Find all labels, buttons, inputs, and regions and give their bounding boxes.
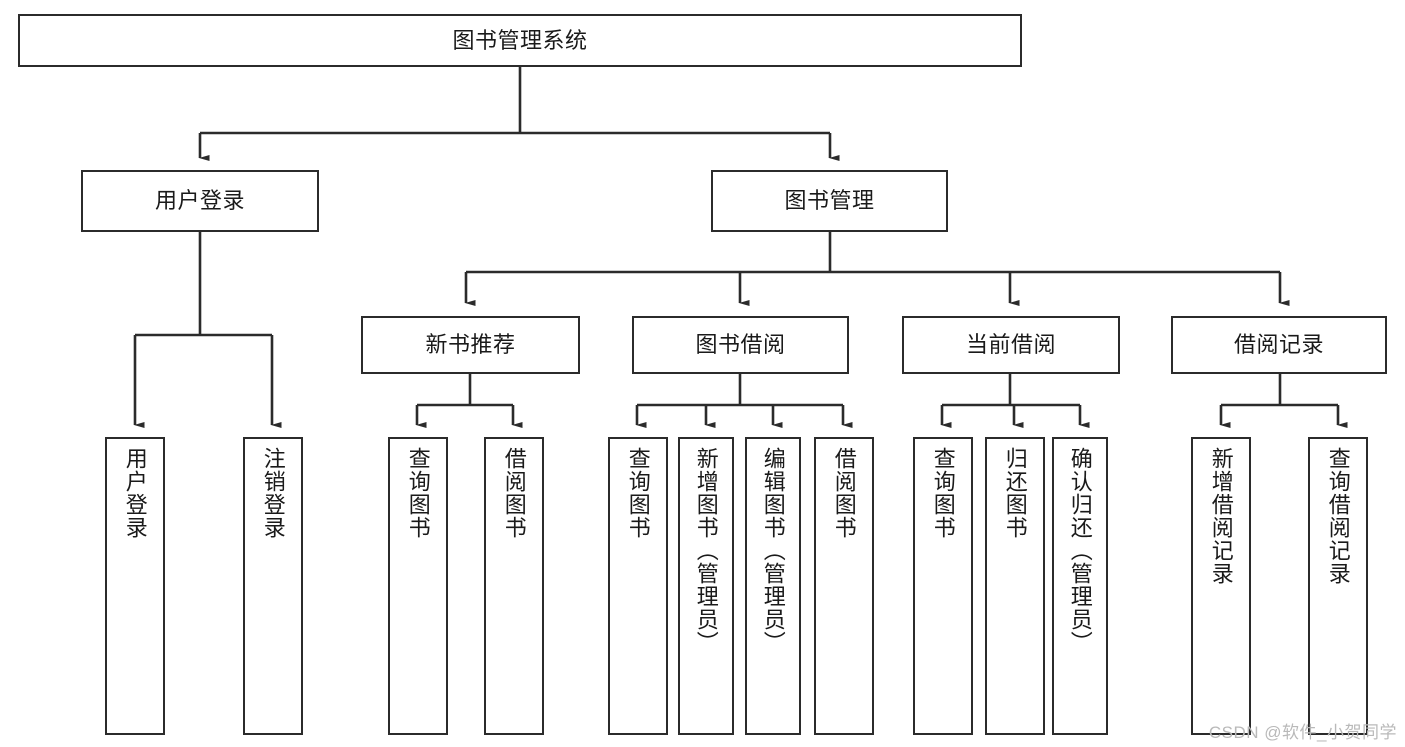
node-current-borrow-label: 当前借阅 — [965, 332, 1056, 357]
node-leaf-query-book-1-label: 查询图书 — [405, 447, 431, 539]
node-leaf-query-book-3[interactable]: 查询图书 — [913, 437, 973, 735]
node-leaf-user-logout-label: 注销登录 — [260, 447, 286, 539]
node-borrow-record[interactable]: 借阅记录 — [1171, 316, 1387, 374]
node-leaf-confirm-return-label: 确认归还（管理员） — [1067, 447, 1093, 654]
node-leaf-add-book-label: 新增图书（管理员） — [693, 447, 719, 654]
node-user-login[interactable]: 用户登录 — [81, 170, 319, 232]
node-book-borrow-label: 图书借阅 — [695, 332, 786, 357]
node-leaf-user-logout[interactable]: 注销登录 — [243, 437, 303, 735]
node-leaf-edit-book-label: 编辑图书（管理员） — [760, 447, 786, 654]
node-leaf-user-login[interactable]: 用户登录 — [105, 437, 165, 735]
node-root[interactable]: 图书管理系统 — [18, 14, 1022, 67]
node-leaf-borrow-book-1-label: 借阅图书 — [501, 447, 527, 539]
node-leaf-user-login-label: 用户登录 — [122, 447, 148, 539]
node-leaf-borrow-book-2[interactable]: 借阅图书 — [814, 437, 874, 735]
node-leaf-query-record[interactable]: 查询借阅记录 — [1308, 437, 1368, 735]
node-new-book-recommend[interactable]: 新书推荐 — [361, 316, 580, 374]
node-leaf-add-record[interactable]: 新增借阅记录 — [1191, 437, 1251, 735]
node-leaf-query-book-1[interactable]: 查询图书 — [388, 437, 448, 735]
node-leaf-confirm-return[interactable]: 确认归还（管理员） — [1052, 437, 1108, 735]
node-borrow-record-label: 借阅记录 — [1233, 332, 1324, 357]
node-user-login-label: 用户登录 — [154, 188, 245, 213]
node-leaf-add-book[interactable]: 新增图书（管理员） — [678, 437, 734, 735]
node-leaf-query-book-3-label: 查询图书 — [930, 447, 956, 539]
node-leaf-return-book-label: 归还图书 — [1002, 447, 1028, 539]
node-leaf-return-book[interactable]: 归还图书 — [985, 437, 1045, 735]
node-leaf-edit-book[interactable]: 编辑图书（管理员） — [745, 437, 801, 735]
node-leaf-query-book-2[interactable]: 查询图书 — [608, 437, 668, 735]
node-leaf-query-book-2-label: 查询图书 — [625, 447, 651, 539]
node-book-borrow[interactable]: 图书借阅 — [632, 316, 849, 374]
node-leaf-borrow-book-2-label: 借阅图书 — [831, 447, 857, 539]
node-leaf-add-record-label: 新增借阅记录 — [1208, 447, 1234, 585]
node-root-label: 图书管理系统 — [452, 27, 588, 53]
node-leaf-query-record-label: 查询借阅记录 — [1325, 447, 1351, 585]
node-current-borrow[interactable]: 当前借阅 — [902, 316, 1120, 374]
node-leaf-borrow-book-1[interactable]: 借阅图书 — [484, 437, 544, 735]
node-new-book-recommend-label: 新书推荐 — [425, 332, 516, 357]
node-book-manage[interactable]: 图书管理 — [711, 170, 948, 232]
node-book-manage-label: 图书管理 — [784, 188, 875, 213]
